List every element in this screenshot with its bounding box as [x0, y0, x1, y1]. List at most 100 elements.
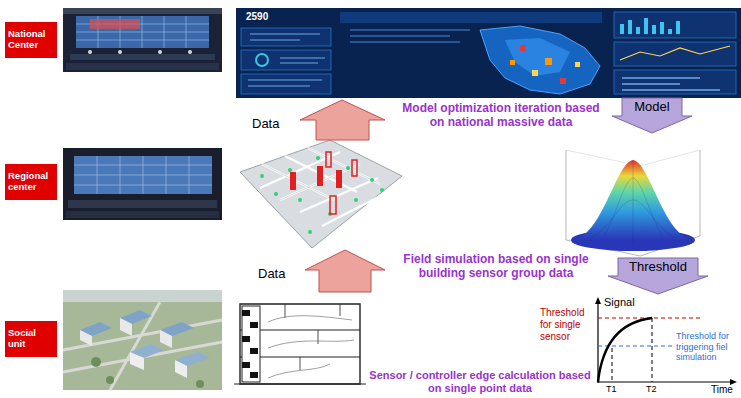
floor-plan-3d-part — [317, 166, 323, 186]
signal-chart-part — [595, 297, 601, 304]
aerial-photo — [63, 290, 222, 390]
control-room-photo-part — [66, 211, 219, 218]
model-arrow — [612, 98, 692, 133]
dashboard-screenshot-part — [520, 45, 526, 51]
dashboard-screenshot-part — [510, 60, 515, 65]
aerial-photo-part — [63, 290, 222, 390]
floor-plan-3d-part — [370, 178, 374, 182]
control-room-photo-part — [118, 50, 122, 54]
dashboard-screenshot-part — [241, 74, 331, 94]
dashboard-screenshot-part — [620, 46, 730, 60]
threshold-arrow — [608, 258, 708, 294]
tier-label-box: Regional center — [5, 164, 57, 200]
data-arrow — [305, 250, 385, 292]
building-section-part — [240, 304, 360, 384]
building-section — [234, 304, 366, 384]
dashboard-screenshot-part — [532, 70, 538, 76]
tier-label-box: Social unit — [5, 321, 57, 357]
dashboard-screenshot-part — [248, 34, 325, 86]
control-room-photo-part — [76, 16, 209, 48]
floor-plan-3d-part — [274, 192, 278, 196]
floor-plan-3d-part — [354, 198, 358, 202]
control-room-photo-part — [76, 16, 209, 48]
aerial-photo-part — [63, 290, 222, 302]
dashboard-screenshot-part — [614, 12, 736, 38]
building-section-part — [234, 384, 366, 385]
gaussian-field-plot — [566, 150, 700, 256]
signal-chart-part — [612, 318, 652, 382]
aerial-photo-part — [120, 318, 132, 336]
dashboard-number: 2590 — [246, 11, 286, 23]
aerial-photo-part — [175, 360, 187, 378]
floor-plan-3d-part — [308, 230, 312, 234]
floor-plan-3d-part — [288, 168, 292, 172]
floor-plan-3d-part — [330, 196, 336, 214]
control-room-photo-part — [70, 54, 215, 60]
signal-chart-part — [598, 318, 652, 382]
gaussian-field-plot-part — [590, 160, 676, 246]
dashboard-screenshot-part — [256, 54, 268, 66]
dashboard-screenshot-part — [480, 26, 600, 94]
control-room-photo-part — [88, 50, 92, 54]
floor-plan-3d-part — [380, 188, 384, 192]
floor-plan-3d-part — [298, 198, 302, 202]
floor-plan-3d-part — [240, 140, 402, 248]
time-mark: T2 — [646, 384, 662, 395]
tier-caption: Field simulation based on single buildin… — [390, 252, 602, 280]
control-room-photo-part — [63, 8, 222, 14]
control-room-photo-part — [74, 156, 212, 194]
dashboard-screenshot — [236, 8, 741, 98]
aerial-photo-part — [130, 352, 144, 370]
arrow-label: Data — [252, 116, 296, 131]
dashboard-screenshot-part — [622, 18, 678, 34]
dashboard-screenshot-part — [622, 78, 720, 90]
signal-chart-part — [597, 302, 598, 383]
aerial-photo-part — [196, 380, 204, 388]
data-arrow — [300, 100, 385, 140]
dashboard-screenshot-part — [560, 78, 566, 84]
floor-plan-3d-part — [260, 148, 392, 226]
tier-name: National Center — [8, 29, 54, 51]
floor-plan-3d-part — [290, 172, 296, 190]
floor-plan-3d-part — [326, 152, 331, 167]
aerial-photo-part — [106, 376, 114, 384]
building-section-part — [242, 310, 258, 378]
threshold-label: Threshold for triggering fiel simulation — [676, 331, 734, 363]
dashboard-screenshot-part — [575, 62, 580, 67]
dashboard-screenshot-part — [614, 42, 736, 66]
dashboard-screenshot-part — [241, 50, 331, 70]
building-section-part — [242, 306, 260, 382]
control-room-photo-part — [158, 50, 162, 54]
control-room-photo — [63, 8, 222, 72]
signal-chart — [595, 297, 737, 385]
dashboard-screenshot-part — [545, 58, 552, 65]
tier-name: Social unit — [8, 328, 54, 350]
aerial-photo-part — [80, 330, 92, 346]
axis-label: Signal — [604, 296, 644, 309]
dashboard-screenshot-part — [614, 70, 736, 94]
control-room-photo-part — [63, 148, 222, 220]
floor-plan-3d-part — [336, 170, 342, 188]
dashboard-screenshot-part — [340, 12, 602, 23]
floor-plan-3d — [240, 140, 402, 248]
dashboard-screenshot-part — [236, 8, 741, 98]
signal-chart-part — [598, 381, 732, 382]
floor-plan-3d-part — [316, 156, 320, 160]
gaussian-field-plot-part — [566, 150, 700, 256]
tier-caption: Model optimization iteration based on na… — [398, 101, 604, 129]
building-section-part — [285, 304, 340, 370]
control-room-photo-part — [74, 156, 212, 194]
tier-name: Regional center — [8, 171, 54, 193]
floor-plan-3d-part — [260, 174, 264, 178]
control-room-photo-part — [188, 50, 192, 54]
threshold-label: Threshold for single sensor — [540, 307, 594, 342]
aerial-photo-part — [63, 302, 222, 390]
arrow-label: Model — [622, 99, 682, 114]
aerial-photo-part — [160, 330, 172, 348]
dashboard-screenshot-part — [505, 38, 570, 76]
control-room-photo — [63, 148, 222, 220]
dashboard-screenshot-part — [350, 30, 470, 42]
control-room-photo-part — [66, 63, 219, 70]
time-mark: T1 — [606, 384, 622, 395]
